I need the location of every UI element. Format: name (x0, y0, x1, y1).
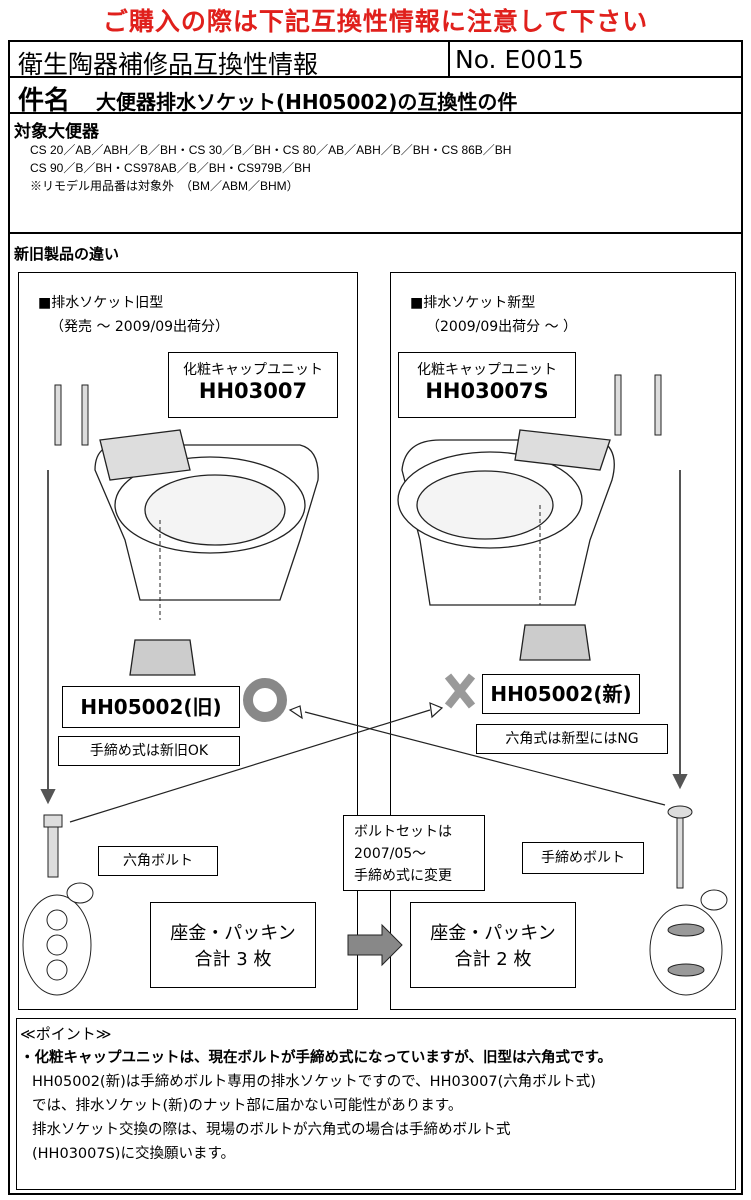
hex-bolt-icon (43, 814, 63, 878)
divider (8, 232, 743, 234)
new-toilet-illustration (397, 429, 615, 661)
old-socket-code: HH05002(旧) (62, 686, 240, 728)
bolt-set-line: ボルトセットは (354, 824, 452, 840)
new-washer-box: 座金・パッキン 合計 2 枚 (410, 902, 576, 988)
points-line: HH05002(新)は手締めボルト専用の排水ソケットですので、HH03007(六… (32, 1074, 596, 1090)
target-note: ※リモデル用品番は対象外 （BM／ABM／BHM） (30, 179, 299, 193)
new-cap-label: 化粧キャップユニット (417, 362, 557, 378)
wing-bolt-icon (667, 805, 693, 889)
new-bolts-icon (614, 374, 662, 436)
points-box (16, 1018, 736, 1190)
ng-cross-icon (444, 673, 476, 709)
points-heading: ≪ポイント≫ (20, 1025, 112, 1043)
old-period: （発売 ～ 2009/09出荷分） (50, 319, 230, 335)
target-heading: 対象大便器 (14, 122, 99, 142)
target-models: CS 90／B／BH・CS978AB／B／BH・CS979B／BH (30, 161, 311, 175)
new-note: 六角式は新型にはNG (476, 724, 668, 754)
new-period: （2009/09出荷分 ～ ） (426, 319, 578, 335)
new-washer-line1: 座金・パッキン (430, 923, 556, 944)
wing-bolt-label: 手締めボルト (522, 842, 644, 874)
header-row (8, 40, 743, 78)
points-content: ≪ポイント≫ ・化粧キャップユニットは、現在ボルトが手締め式になっていますが、旧… (20, 1022, 612, 1166)
diff-heading: 新旧製品の違い (14, 245, 120, 263)
old-note: 手締め式は新旧OK (58, 736, 240, 766)
new-washer-line2: 合計 2 枚 (454, 949, 532, 970)
old-cap-label: 化粧キャップユニット (183, 362, 323, 378)
old-washer-line1: 座金・パッキン (170, 923, 296, 944)
warning-banner: ご購入の際は下記互換性情報に注意して下さい (102, 7, 649, 36)
old-washer-box: 座金・パッキン 合計 3 枚 (150, 902, 316, 988)
bolt-set-line: 手締め式に変更 (354, 868, 452, 884)
points-line: (HH03007S)に交換願います。 (32, 1146, 236, 1162)
old-bolts-icon (54, 384, 89, 446)
new-cap-label-box: 化粧キャップユニット HH03007S (398, 352, 576, 418)
old-toilet-illustration (94, 429, 319, 676)
hex-bolt-label: 六角ボルト (98, 846, 218, 876)
old-type-panel (18, 272, 358, 1010)
subject-title: 大便器排水ソケット(HH05002)の互換性の件 (96, 90, 518, 114)
new-socket-code: HH05002(新) (482, 674, 640, 714)
points-line: ・化粧キャップユニットは、現在ボルトが手締め式になっていますが、旧型は六角式です… (20, 1050, 613, 1066)
points-line: では、排水ソケット(新)のナット部に届かない可能性があります。 (32, 1098, 463, 1114)
document-title: 衛生陶器補修品互換性情報 (18, 50, 319, 79)
bolt-set-line: 2007/05～ (354, 846, 427, 862)
subject-row (8, 76, 743, 114)
old-title: ■排水ソケット旧型 (38, 295, 164, 311)
new-cap-code: HH03007S (425, 379, 549, 403)
header-divider (448, 40, 450, 78)
points-line: 排水ソケット交換の際は、現場のボルトが六角式の場合は手締めボルト式 (32, 1122, 511, 1138)
guide-arrows (40, 470, 688, 805)
old-washer-stack-icon (22, 882, 94, 996)
new-type-panel (390, 272, 736, 1010)
document-number: No. E0015 (455, 45, 584, 74)
transition-arrow-icon (347, 923, 403, 967)
old-cap-label-box: 化粧キャップユニット HH03007 (168, 352, 338, 418)
target-models: CS 20／AB／ABH／B／BH・CS 30／B／BH・CS 80／AB／AB… (30, 143, 512, 157)
old-cap-code: HH03007 (198, 379, 308, 403)
bolt-set-note: ボルトセットは 2007/05～ 手締め式に変更 (343, 815, 485, 891)
compatibility-arrows (69, 702, 666, 823)
new-washer-stack-icon (649, 889, 728, 996)
new-title: ■排水ソケット新型 (410, 295, 536, 311)
washer-ring-icon (243, 678, 287, 722)
subject-label: 件名 (18, 86, 71, 116)
old-washer-line2: 合計 3 枚 (194, 949, 272, 970)
